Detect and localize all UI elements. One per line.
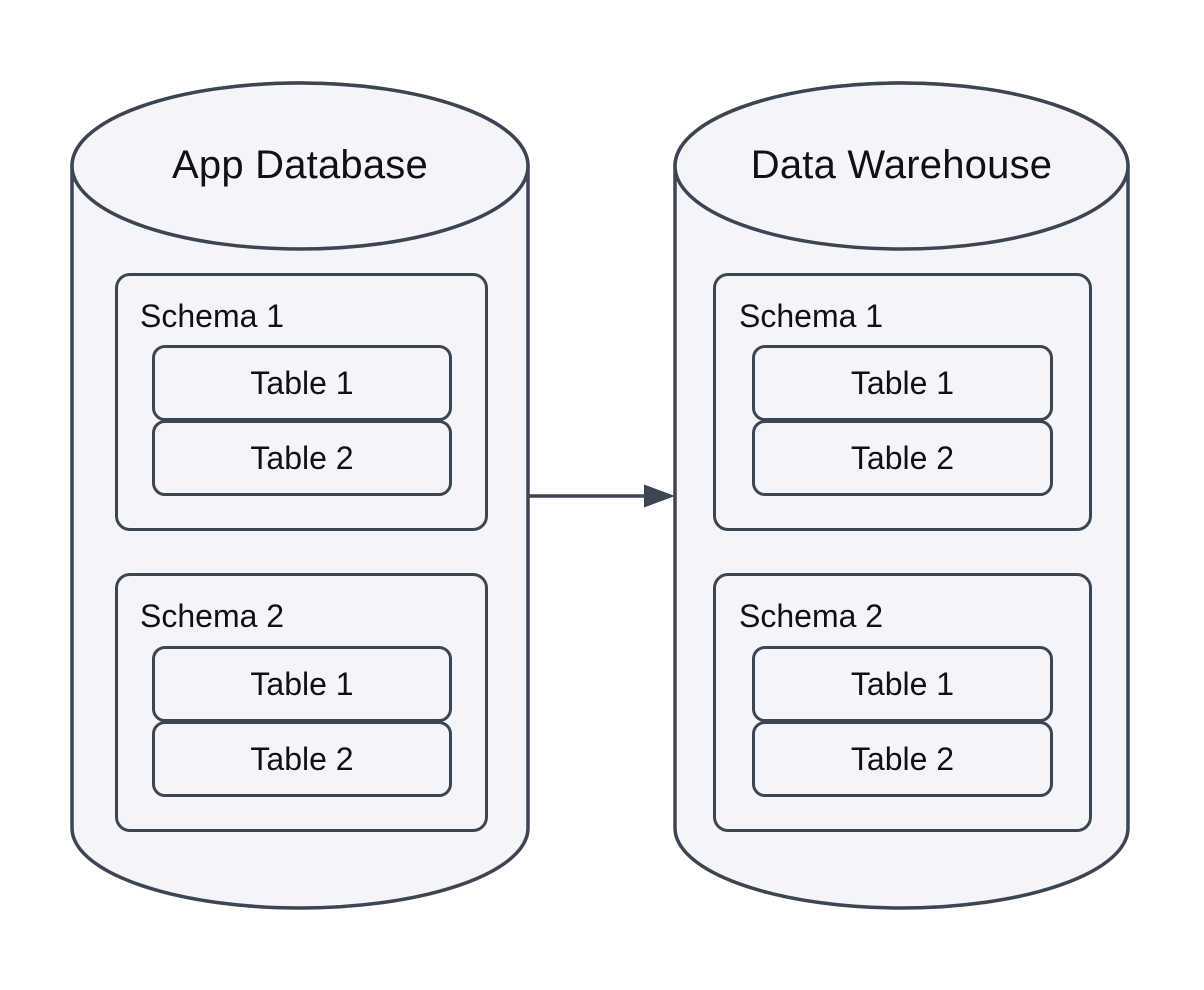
app-db-schema-2-table-2-box: Table 2 [152, 721, 452, 797]
warehouse-schema-2-table-2-box: Table 2 [752, 721, 1053, 797]
app-db-schema-2-label: Schema 2 [140, 598, 285, 634]
warehouse-schema-1-table-2-box: Table 2 [752, 420, 1053, 496]
app-db-schema-1-label: Schema 1 [140, 298, 285, 334]
warehouse-schema-1-table-1-box: Table 1 [752, 345, 1053, 421]
app-db-schema-1-table-2-label: Table 2 [250, 440, 354, 476]
app-database-title: App Database [172, 143, 428, 187]
app-db-schema-2-table-1-box: Table 1 [152, 646, 452, 722]
data-warehouse-cylinder-top [673, 81, 1130, 251]
warehouse-schema-2-table-1-box: Table 1 [752, 646, 1053, 722]
app-db-schema-1-table-2-box: Table 2 [152, 420, 452, 496]
warehouse-schema-2-table-2-label: Table 2 [850, 741, 955, 777]
app-db-schema-2-table-1-label: Table 1 [250, 666, 354, 702]
warehouse-schema-2-table-1-label: Table 1 [850, 666, 955, 702]
warehouse-schema-1-table-2-label: Table 2 [850, 440, 955, 476]
warehouse-schema-1-label: Schema 1 [739, 298, 884, 334]
app-database-cylinder-top [70, 81, 530, 251]
app-db-schema-2-table-2-label: Table 2 [250, 741, 354, 777]
sync-arrow-head-icon [644, 484, 675, 508]
app-db-schema-1-table-1-box: Table 1 [152, 345, 452, 421]
warehouse-schema-1-table-1-label: Table 1 [850, 365, 955, 401]
warehouse-schema-2-label: Schema 2 [739, 598, 884, 634]
data-warehouse-title: Data Warehouse [750, 143, 1053, 187]
app-db-schema-1-table-1-label: Table 1 [250, 365, 354, 401]
